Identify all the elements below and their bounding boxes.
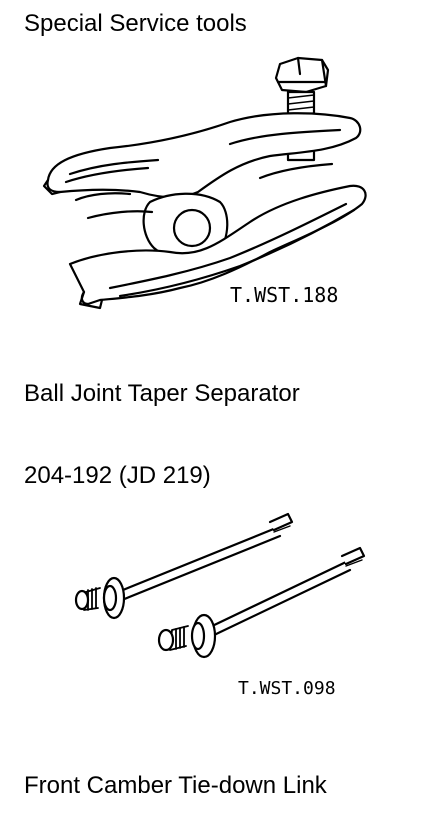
tool-part-number-tie-down-link: 204-192 (JD 219) [24, 462, 211, 489]
page-heading: Special Service tools [24, 10, 247, 37]
tie-down-link-illustration: T.WST.098 [60, 500, 380, 705]
tie-down-figure-code: T.WST.098 [238, 678, 336, 699]
separator-figure-code: T.WST.188 [230, 283, 338, 307]
tie-down-link-icon: T.WST.098 [74, 512, 366, 699]
ball-joint-separator-illustration: T.WST.188 [30, 52, 375, 332]
tool-name-ball-joint-separator: Ball Joint Taper Separator [24, 380, 300, 407]
tool-name-tie-down-link: Front Camber Tie-down Link [24, 772, 327, 799]
ball-joint-separator-icon: T.WST.188 [42, 56, 367, 310]
